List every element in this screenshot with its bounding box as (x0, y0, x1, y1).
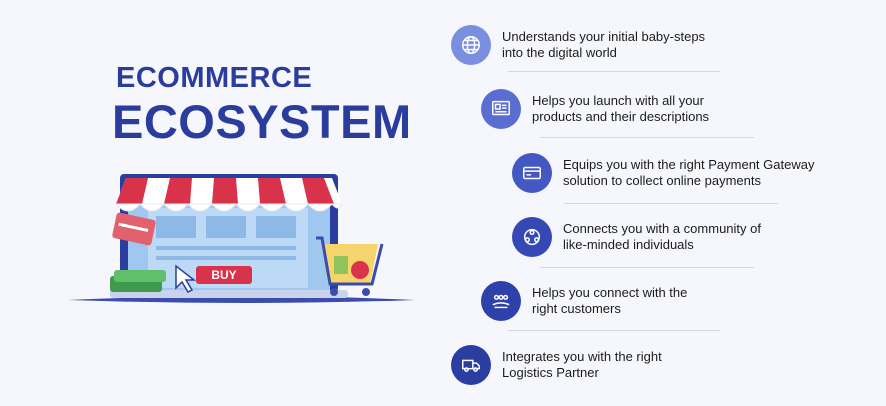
feature-item: Connects you with a community of like-mi… (512, 217, 863, 257)
card-payment-icon (512, 153, 552, 193)
heading-line-1: ECOMMERCE (116, 62, 313, 94)
feature-text: Integrates you with the right Logistics … (502, 349, 662, 380)
shopping-cart (316, 236, 384, 296)
globe-icon (451, 25, 491, 65)
divider (564, 203, 778, 204)
feature-item: Equips you with the right Payment Gatewa… (512, 153, 863, 193)
feature-item: Helps you launch with all your products … (481, 89, 832, 129)
feature-text: Equips you with the right Payment Gatewa… (563, 157, 815, 188)
customers-icon (481, 281, 521, 321)
community-icon (512, 217, 552, 257)
online-store-illustration: BUY (68, 174, 415, 303)
feature-item: Understands your initial baby-steps into… (451, 25, 802, 65)
divider (508, 71, 720, 72)
divider (508, 330, 720, 331)
heading-line-2: ECOSYSTEM (112, 95, 412, 148)
awning (114, 178, 343, 212)
product-listing-icon (481, 89, 521, 129)
feature-text: Helps you launch with all your products … (532, 93, 710, 124)
feature-text: Connects you with a community of like-mi… (563, 221, 761, 252)
buy-label: BUY (211, 268, 236, 282)
divider (540, 137, 754, 138)
feature-item: Helps you connect with the right custome… (481, 281, 832, 321)
feature-text: Understands your initial baby-steps into… (502, 29, 706, 60)
money-stack (110, 270, 166, 292)
feature-item: Integrates you with the right Logistics … (451, 345, 802, 385)
feature-text: Helps you connect with the right custome… (532, 285, 688, 316)
credit-card (112, 212, 156, 246)
delivery-truck-icon (451, 345, 491, 385)
divider (540, 267, 754, 268)
